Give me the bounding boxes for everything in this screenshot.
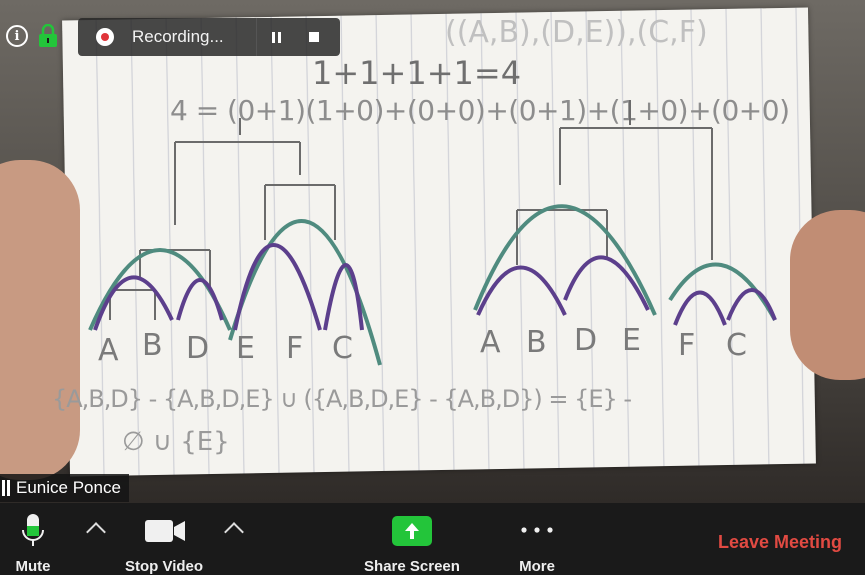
left-leaf: B (142, 328, 163, 363)
divider (256, 18, 257, 56)
meeting-toolbar: Mute Stop Video Share Screen More (0, 503, 865, 575)
left-leaf: C (332, 331, 353, 366)
leave-meeting-button[interactable]: Leave Meeting (718, 532, 843, 552)
stop-video-label: Stop Video (124, 558, 204, 575)
video-feed: ((A,B),(D,E)),(C,F) 1+1+1+1=4 4 = (0+1)(… (0, 0, 865, 503)
right-leaf: F (678, 328, 695, 363)
signal-bars-icon (2, 480, 10, 496)
right-leaf: C (726, 328, 747, 363)
mute-button[interactable]: Mute (8, 503, 58, 575)
left-leaf: E (236, 331, 255, 366)
more-dots-icon (521, 527, 553, 533)
participant-name-tag: Eunice Ponce (0, 474, 129, 502)
left-leaf: A (98, 333, 119, 368)
pause-icon (271, 31, 281, 43)
right-leaf: E (622, 323, 641, 358)
share-screen-label: Share Screen (364, 558, 460, 575)
chevron-up-icon (86, 522, 106, 542)
top-note: ((A,B),(D,E)),(C,F) (445, 15, 708, 50)
info-icon[interactable]: i (6, 25, 28, 47)
stop-recording-button[interactable] (295, 18, 333, 56)
set-line: {A,B,D} - {A,B,D,E} ∪ ({A,B,D,E} - {A,B,… (52, 385, 632, 413)
lock-icon[interactable] (38, 23, 58, 48)
right-leaf: B (526, 325, 547, 360)
mute-label: Mute (15, 558, 51, 575)
recording-status: Recording... (132, 27, 224, 46)
recording-indicator: Recording... (78, 18, 340, 56)
right-leaf-labels: A B D E F C (480, 323, 747, 363)
right-purple-arcs (476, 255, 777, 326)
meeting-status-icons: i (6, 23, 58, 48)
right-leaf: A (480, 325, 501, 360)
audio-options-button[interactable] (86, 503, 106, 575)
record-icon (96, 28, 114, 46)
chevron-up-icon (224, 522, 244, 542)
whiteboard-drawing: ((A,B),(D,E)),(C,F) 1+1+1+1=4 4 = (0+1)(… (52, 15, 790, 457)
sum-line: 1+1+1+1=4 (312, 54, 521, 92)
equation: 4 = (0+1)(1+0)+(0+0)+(0+1)+(1+0)+(0+0) (170, 94, 790, 127)
result-line: ∅ ∪ {E} (122, 427, 230, 457)
left-purple-arcs (93, 243, 364, 331)
more-button[interactable]: More (512, 503, 562, 575)
video-camera-icon (145, 520, 185, 542)
right-hand (790, 210, 865, 380)
stop-video-button[interactable]: Stop Video (118, 503, 210, 575)
right-tree (516, 100, 713, 265)
microphone-icon (22, 514, 44, 546)
left-leaf-labels: A B D E F C (98, 328, 353, 368)
share-arrow-icon (392, 516, 432, 546)
participant-name: Eunice Ponce (16, 478, 121, 497)
stop-icon (309, 32, 319, 42)
more-label: More (519, 558, 555, 575)
left-leaf: D (186, 331, 209, 366)
right-teal-arcs (473, 204, 777, 321)
left-leaf: F (286, 331, 303, 366)
share-screen-button[interactable]: Share Screen (358, 503, 466, 575)
right-leaf: D (574, 323, 597, 358)
left-hand (0, 160, 80, 480)
video-options-button[interactable] (224, 503, 244, 575)
pause-recording-button[interactable] (257, 18, 295, 56)
